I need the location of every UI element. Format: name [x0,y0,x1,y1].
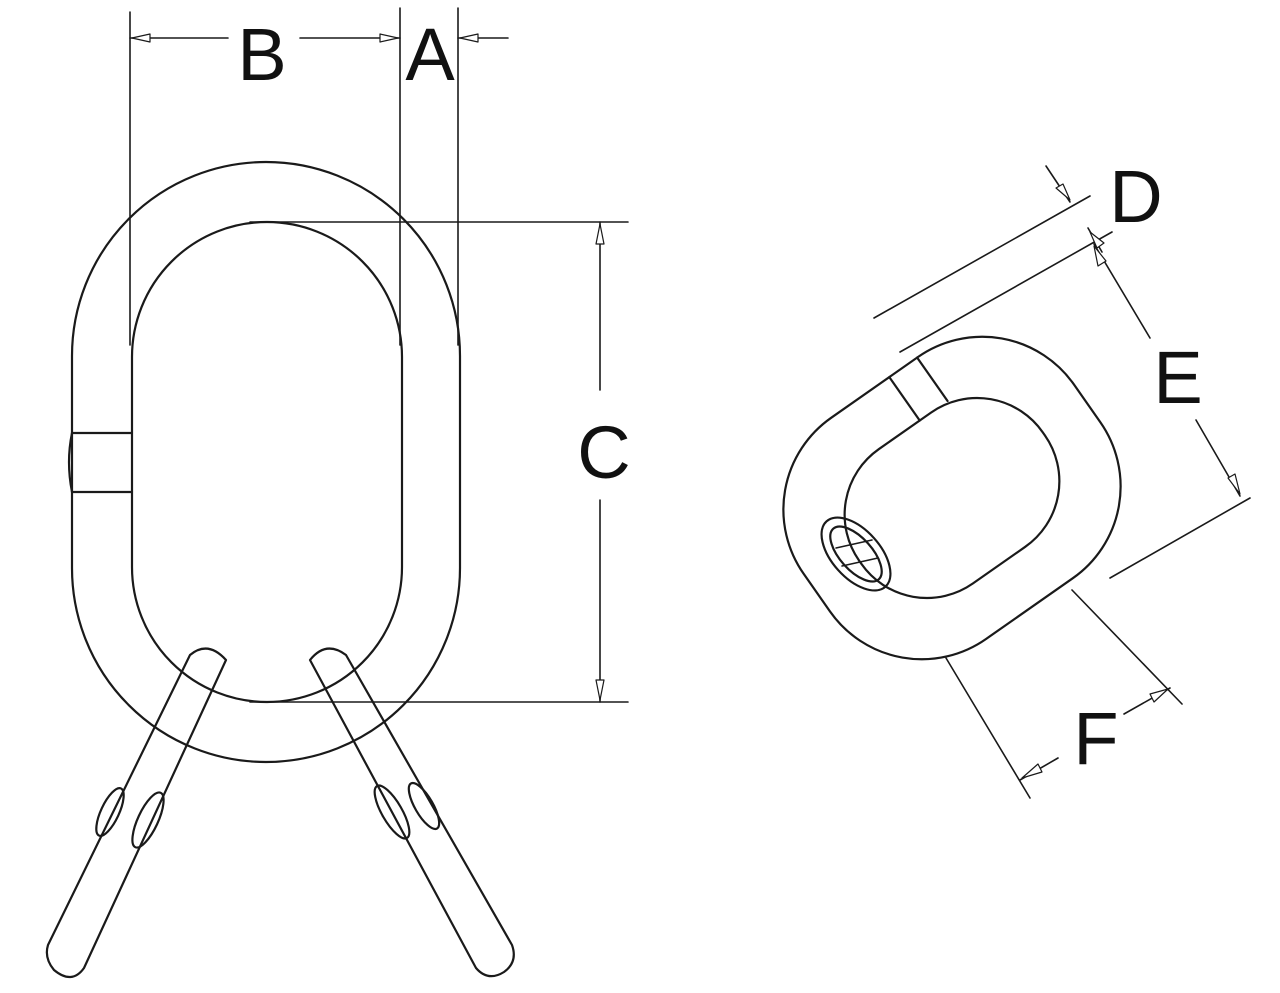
arrowhead-B-right [379,33,399,43]
dimension-C: C [249,221,631,703]
sub-link-left [45,647,228,979]
arrowhead-C-bottom [595,679,605,701]
master-link-outer-contour [70,160,462,764]
arrowhead-C-top [595,223,605,245]
oblique-link-inner-contour [843,396,1061,600]
sub-link-right-weld-outer [407,781,441,831]
extension-line-F-right [1071,589,1183,705]
oblique-link-cross-section [820,516,892,592]
oblique-weld-band-right [916,356,949,403]
cross-section-weld-line-2 [841,557,879,567]
arrowhead-B-left [131,33,151,43]
arrowhead-D-inner [1089,231,1105,249]
master-link-front-view [67,160,462,764]
sub-link-right [308,647,515,978]
label-B: B [237,13,286,96]
cross-section-inner [829,525,883,583]
sub-link-right-weld-inner [373,784,411,840]
cross-section-outer [820,516,892,592]
sub-link-left-body [45,647,228,979]
extension-line-E-bottom [1109,497,1251,579]
weld-bulge [67,431,74,494]
arrowhead-F-left [1021,763,1043,779]
master-link-oblique-view [782,335,1122,661]
label-D: D [1109,155,1162,238]
arrowhead-F-right [1149,688,1169,703]
sub-link-left-weld-outer [95,787,125,837]
dimension-D: D [873,155,1163,353]
master-link-inner-contour [130,220,404,704]
dimension-B-A: B A [129,7,509,346]
extension-line-D-outer [873,195,1091,319]
label-C: C [577,411,630,494]
arrowhead-E-top [1093,245,1107,267]
sub-link-left-weld-inner [131,791,165,849]
arrowhead-A [459,33,479,43]
dimension-F: F [945,589,1183,799]
arrowhead-D-outer [1055,183,1071,201]
oblique-weld-band-left [888,375,921,422]
label-A: A [405,13,455,96]
cross-section-weld-line-1 [835,539,873,549]
extension-line-D-inner [899,231,1113,353]
oblique-link-outer-contour [782,335,1122,661]
arrowhead-E-bottom [1227,473,1241,495]
extension-line-F-left [945,657,1031,799]
sub-link-right-body [308,647,515,978]
dimension-E: E [1093,243,1251,579]
label-F: F [1073,697,1118,780]
label-E: E [1153,336,1202,419]
